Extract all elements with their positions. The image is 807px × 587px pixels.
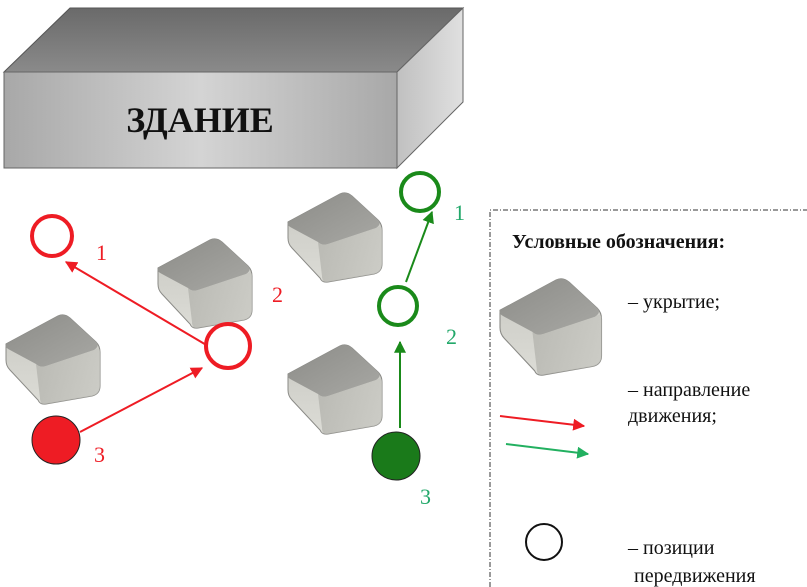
red-label-1: 1 [96,240,107,265]
green-group: 1 2 3 [371,171,465,509]
cover-block [5,314,101,405]
legend-title: Условные обозначения: [512,231,725,253]
cover-block [157,238,253,329]
red-label-3: 3 [94,442,105,467]
green-label-3: 3 [420,484,431,509]
building-label: ЗДАНИЕ [126,100,274,140]
red-position-2 [204,322,252,370]
legend-position-text-2: передвижения [634,565,756,587]
red-position-1 [30,214,74,258]
red-label-2: 2 [272,282,283,307]
legend-cover-text: – укрытие; [627,291,720,313]
green-arrow-2-to-1 [405,210,434,283]
legend-green-arrow [505,443,590,459]
green-position-1 [399,171,441,213]
legend-direction-text-1: – направление [627,379,750,401]
legend-position-icon [525,523,563,561]
green-position-2 [377,285,419,327]
cover-block [287,344,383,435]
legend-position-text-1: – позиции [627,537,715,559]
green-label-1: 1 [454,200,465,225]
legend-red-arrow [499,415,586,431]
building-top [2,7,465,73]
cover-block [287,192,383,283]
building-front [3,71,398,169]
green-position-3 [371,431,421,481]
red-arrow-3-to-2 [79,367,204,433]
green-label-2: 2 [446,324,457,349]
legend-border [489,209,807,587]
red-group: 1 2 3 [30,214,283,467]
red-position-3 [31,415,81,465]
building: ЗДАНИЕ [2,6,465,170]
legend-direction-text-2: движения; [628,405,717,427]
red-arrow-2-to-1 [64,261,209,347]
legend: Условные обозначения: – укрытие; – напра… [489,209,807,587]
legend-cover-icon [498,278,603,376]
